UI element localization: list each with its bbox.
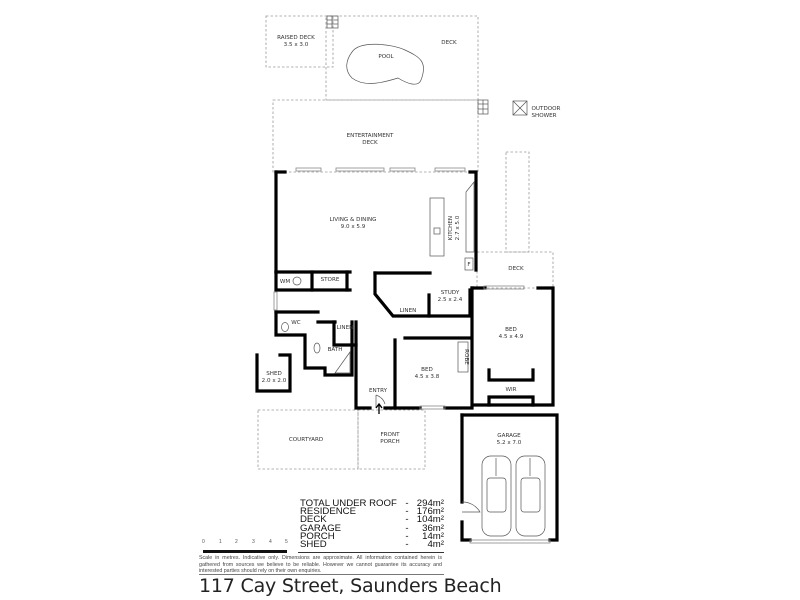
front-porch-label-2: PORCH bbox=[380, 439, 400, 445]
scale-tick: 0 bbox=[202, 539, 205, 545]
area-row: TOTAL UNDER ROOF-294m² bbox=[300, 498, 444, 509]
kitchen-island bbox=[429, 197, 445, 257]
entertainment-deck-label-1: ENTERTAINMENT bbox=[347, 133, 394, 139]
fixtures bbox=[281, 181, 481, 513]
courtyard-label: COURTYARD bbox=[289, 437, 323, 443]
windows bbox=[273, 167, 551, 544]
garage-dims: 5.2 x 7.0 bbox=[497, 440, 522, 446]
raised-deck-outline bbox=[265, 15, 334, 68]
front-porch-outline bbox=[357, 409, 426, 470]
bath-label: BATH bbox=[328, 347, 343, 353]
area-row: GARAGE-36m² bbox=[300, 522, 444, 534]
scale-tick: 5 bbox=[285, 539, 288, 545]
raised-deck-label: RAISED DECK bbox=[277, 35, 315, 41]
wm-label: WM bbox=[280, 279, 291, 285]
study-dims: 2.5 x 2.4 bbox=[438, 297, 463, 303]
house-walls bbox=[255, 170, 559, 542]
scale-tick: 1 bbox=[219, 539, 222, 545]
store-label: STORE bbox=[321, 277, 340, 283]
entry-arrow-icon bbox=[375, 402, 383, 414]
fridge-label: F bbox=[467, 262, 470, 268]
wir-label: WIR bbox=[505, 387, 516, 393]
front-porch-label-1: FRONT bbox=[380, 432, 400, 438]
basin-icon bbox=[313, 342, 321, 354]
outdoor-shower-label-2: SHOWER bbox=[531, 113, 556, 119]
pool-shape bbox=[346, 43, 424, 85]
master-bed-dims: 4.5 x 4.9 bbox=[499, 334, 524, 340]
entertainment-deck-outline bbox=[272, 99, 479, 173]
bed-2-label: BED bbox=[421, 367, 433, 373]
linen-hall-label: LINEN bbox=[400, 308, 417, 314]
outdoor-areas bbox=[257, 15, 554, 470]
area-row: SHED-4m² bbox=[300, 539, 444, 551]
area-table-rule bbox=[298, 552, 444, 553]
side-deck-label: DECK bbox=[508, 266, 524, 272]
deck-label: DECK bbox=[441, 40, 457, 46]
shower-icon bbox=[334, 350, 351, 374]
pool-deck-outline bbox=[325, 15, 479, 101]
sink-icon bbox=[433, 227, 441, 235]
scale-bar bbox=[203, 550, 287, 553]
scale-tick: 3 bbox=[252, 539, 255, 545]
scale-tick: 4 bbox=[269, 539, 272, 545]
entry-label: ENTRY bbox=[369, 388, 388, 394]
shed-label: SHED bbox=[266, 371, 282, 377]
room-labels: RAISED DECK 3.5 x 3.0 POOL DECK OUTDOOR … bbox=[262, 35, 561, 446]
disclaimer-text: Scale in metres. Indicative only. Dimens… bbox=[199, 555, 442, 574]
wc-label: WC bbox=[291, 320, 301, 326]
kitchen-dims: 2.7 x 5.0 bbox=[455, 215, 461, 240]
raised-deck-dims: 3.5 x 3.0 bbox=[284, 42, 309, 48]
living-dining-label: LIVING & DINING bbox=[330, 217, 377, 223]
robe-label: ROBE bbox=[463, 349, 469, 365]
outdoor-shower-label-1: OUTDOOR bbox=[532, 106, 561, 112]
outdoor-shower-icon bbox=[512, 100, 528, 116]
scale-tick: 2 bbox=[235, 539, 238, 545]
entry-door-swing bbox=[375, 394, 386, 408]
fridge-icon bbox=[464, 257, 474, 271]
kitchen-label: KITCHEN bbox=[448, 216, 454, 240]
stairs-icon bbox=[477, 99, 489, 115]
area-row: PORCH-14m² bbox=[300, 530, 444, 542]
side-walkway-outline bbox=[505, 151, 530, 253]
entertainment-deck-label-2: DECK bbox=[362, 140, 378, 146]
pool-label: POOL bbox=[378, 54, 394, 60]
toilet-icon bbox=[281, 322, 289, 332]
garage-label: GARAGE bbox=[497, 433, 521, 439]
property-address-title: 117 Cay Street, Saunders Beach bbox=[199, 575, 502, 597]
stairs-icon bbox=[326, 15, 339, 29]
kitchen-bench bbox=[465, 181, 475, 253]
master-bed-label: BED bbox=[505, 327, 517, 333]
area-row: DECK-104m² bbox=[300, 514, 444, 526]
car-icon bbox=[515, 455, 546, 537]
car-icon bbox=[481, 455, 512, 537]
disclaimer-rule bbox=[199, 574, 444, 575]
garage-door-swing bbox=[461, 501, 481, 513]
robe-outline bbox=[457, 341, 469, 373]
courtyard-outline bbox=[257, 409, 359, 470]
side-deck-outline bbox=[476, 251, 554, 289]
shed-dims: 2.0 x 2.0 bbox=[262, 378, 287, 384]
bed-2-dims: 4.5 x 3.8 bbox=[415, 374, 440, 380]
study-label: STUDY bbox=[441, 290, 460, 296]
washing-machine-icon bbox=[292, 276, 302, 286]
area-row: RESIDENCE-176m² bbox=[300, 506, 444, 518]
area-summary-table: TOTAL UNDER ROOF-294m² RESIDENCE-176m² D… bbox=[300, 498, 444, 551]
living-dining-dims: 9.0 x 5.9 bbox=[341, 224, 366, 230]
linen-bath-label: LINEN bbox=[337, 325, 354, 331]
